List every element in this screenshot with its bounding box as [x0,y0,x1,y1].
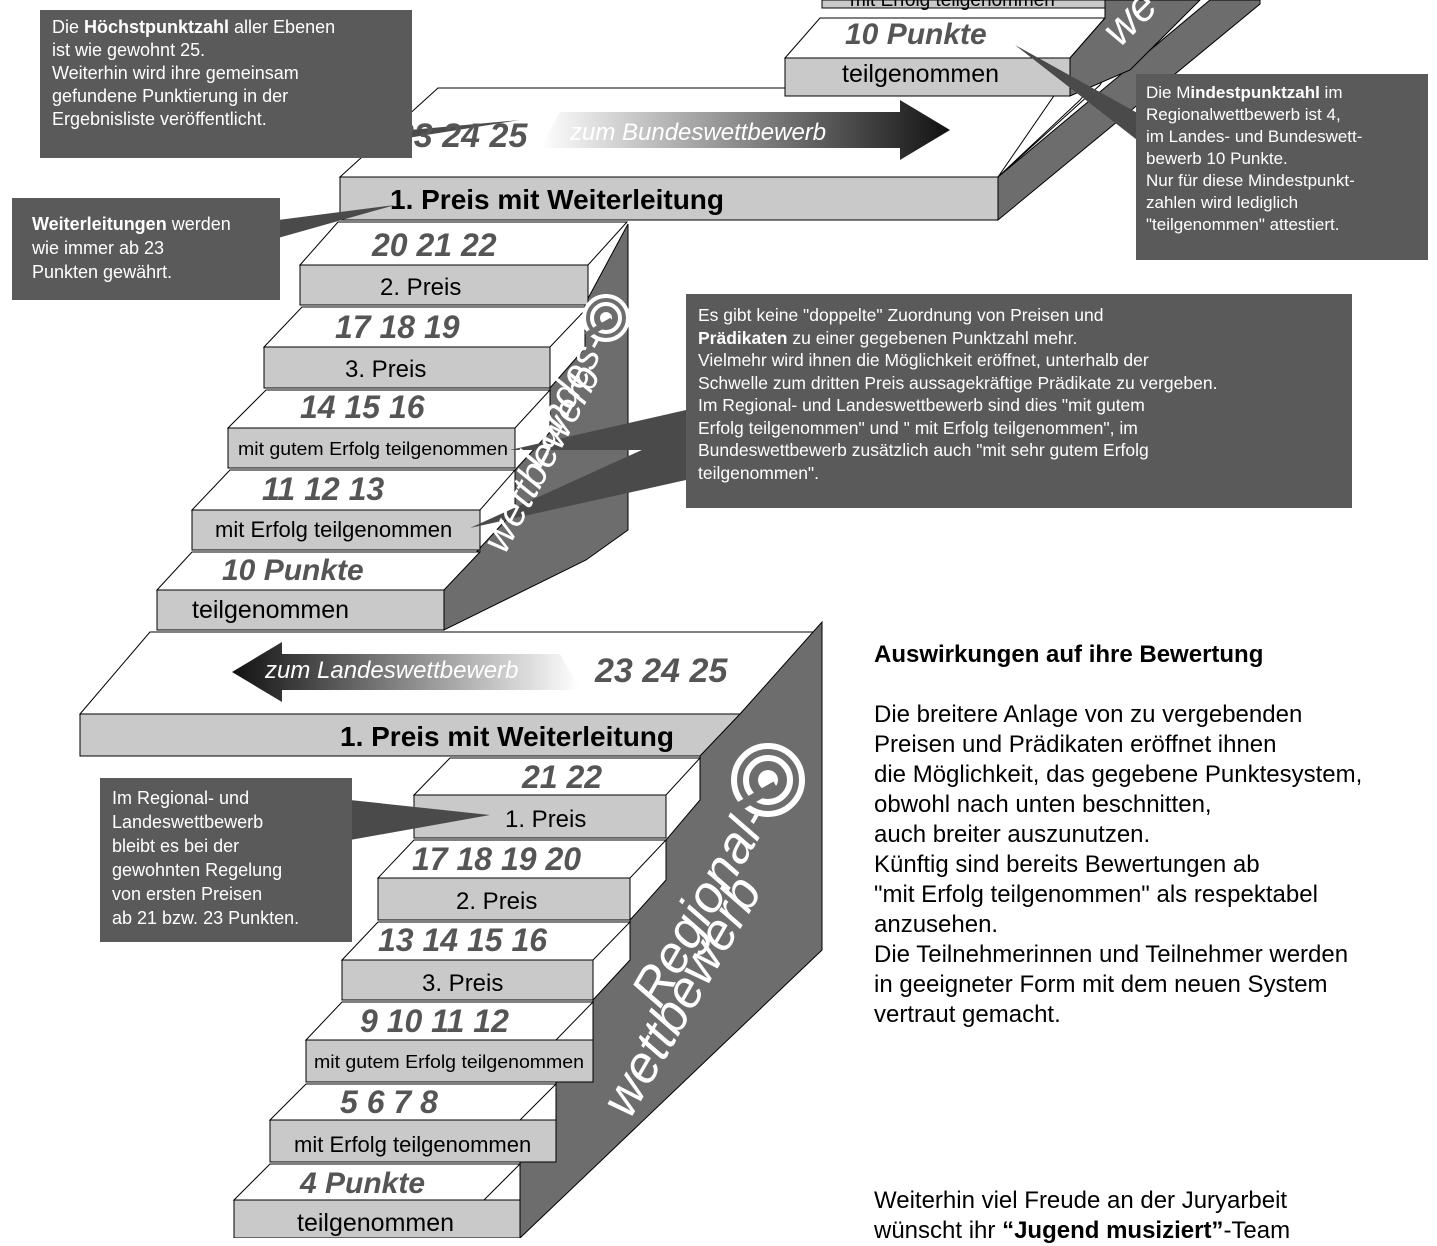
callout-line: Die Mindestpunktzahl im [1146,83,1343,102]
regional-step-label: 1. Preis [505,806,586,833]
section-heading: Auswirkungen auf ihre Bewertung [874,641,1264,668]
regional-step-numbers: 13 14 15 16 [378,922,547,958]
landes-step-numbers: 20 21 22 [371,227,497,263]
right-text-block: Auswirkungen auf ihre Bewertung Die brei… [874,640,1434,1030]
closing-line-1: Weiterhin viel Freude an der Juryarbeit [874,1187,1288,1214]
callout-line: Im Regional- und Landeswettbewerb sind d… [698,395,1145,415]
callout-line: Schwelle zum dritten Preis aussagekräfti… [698,372,1218,393]
callout-line: gewohnten Regelung [112,860,283,880]
callout-mindestpunktzahl: Die Mindestpunktzahl im Regionalwettbewe… [1136,74,1428,260]
regional-step-label: teilgenommen [297,1209,454,1237]
bottom-arrow-numbers: 23 24 25 [594,652,728,690]
pointer-weiterleitung [278,205,395,238]
bundes-partial-label: mit Erfolg teilgenommen [850,0,1055,11]
arrow-to-landes-icon [232,642,580,702]
regional-step-label: mit gutem Erfolg teilgenommen [314,1052,584,1072]
callout-regional: Im Regional- und Landeswettbewerb bleibt… [100,778,352,942]
regional-step-numbers: 5 6 7 8 [340,1084,438,1120]
logo-swoosh-icon [731,743,805,817]
callout-line: bewerb 10 Punkte. [1146,149,1288,168]
callout-line: Punkten gewährt. [32,262,173,282]
logo-swoosh-icon [582,294,630,342]
pointer-praedikate-2 [470,430,686,528]
arrow-to-bundes-icon [540,100,950,160]
callout-line: Es gibt keine "doppelte" Zuordnung von P… [698,305,1104,325]
regional-step-numbers: 17 18 19 20 [412,841,581,877]
pointer-regional [350,800,490,840]
landes-step-numbers: 10 Punkte [222,554,364,587]
bottom-arrow-label: zum Landeswettbewerb [264,657,518,684]
callout-line: Im Regional- und [112,788,250,808]
callout-line: ist wie gewohnt 25. [52,40,206,60]
callout-line: im Landes- und Bundeswett- [1146,127,1363,146]
landes-step-label: teilgenommen [192,596,349,624]
callout-line: Bundeswettbewerb zusätzlich auch "mit se… [698,440,1149,460]
landes-first-prize: 1. Preis mit Weiterleitung [390,184,724,215]
callout-line: Prädikaten zu einer gegebenen Punktzahl … [698,327,1078,348]
callout-line: wie immer ab 23 [32,238,165,258]
landes-step-numbers: 17 18 19 [335,309,460,345]
closing-line-2: wünscht ihr “Jugend musiziert”-Team [874,1217,1291,1244]
regional-step-label: 2. Preis [456,888,537,915]
landes-platform-top [340,0,1161,178]
callout-line: Regionalwettbewerb ist 4, [1146,105,1341,124]
bundes-points: 10 Punkte [845,18,987,51]
callout-line: Landeswettbewerb [112,812,264,832]
pointer-praedikate-1 [510,410,686,450]
callout-line: Weiterleitungen werden [32,214,231,234]
callout-line: "teilgenommen" attestiert. [1146,215,1340,234]
landes-step-numbers: 14 15 16 [300,389,425,425]
callout-line: Weiterhin wird ihre gemeinsam [52,63,299,83]
bundes-label: teilgenommen [842,60,999,88]
callout-line: von ersten Preisen [112,884,263,904]
callout-line: Die Höchstpunktzahl aller Ebenen [52,17,336,37]
callout-line: Erfolg teilgenommen" und " mit Erfolg te… [698,417,1138,438]
top-arrow-label: zum Bundeswettbewerb [569,119,826,146]
callout-praedikate: Es gibt keine "doppelte" Zuordnung von P… [686,294,1352,508]
regional-step-label: mit Erfolg teilgenommen [294,1132,531,1157]
regional-step-numbers: 21 22 [521,759,602,795]
closing-block: Weiterhin viel Freude an der Juryarbeit … [874,1186,1434,1246]
regional-step-numbers: 4 Punkte [299,1167,425,1200]
regional-step-numbers: 9 10 11 12 [360,1003,509,1039]
callout-line: Ergebnisliste veröffentlicht. [52,109,267,129]
callout-line: bleibt es bei der [112,836,240,856]
regional-step-label: 3. Preis [422,970,503,997]
section-body: Die breitere Anlage von zu vergebenden P… [874,701,1363,1028]
pointer-mindest [1015,45,1150,150]
landes-step-numbers: 11 12 13 [262,471,384,507]
callout-line: Vielmehr wird ihnen die Möglichkeit eröf… [698,350,1149,370]
landes-step-label: 3. Preis [345,356,426,383]
callout-weiterleitungen: Weiterleitungen werden wie immer ab 23 P… [12,198,280,300]
callout-line: zahlen wird lediglich [1146,193,1299,212]
callout-hoechstpunktzahl: Die Höchstpunktzahl aller Ebenen ist wie… [40,10,412,158]
regional-first-prize: 1. Preis mit Weiterleitung [340,721,674,752]
top-arrow-numbers: 23 24 25 [394,117,528,155]
callout-line: Nur für diese Mindestpunkt- [1146,171,1355,190]
landes-step-label: mit gutem Erfolg teilgenommen [238,439,508,459]
landes-step-label: 2. Preis [380,274,461,301]
callout-line: gefundene Punktierung in der [52,86,289,106]
callout-line: teilgenommen". [698,462,819,483]
callout-line: ab 21 bzw. 23 Punkten. [112,908,300,928]
landes-step-label: mit Erfolg teilgenommen [215,517,452,542]
